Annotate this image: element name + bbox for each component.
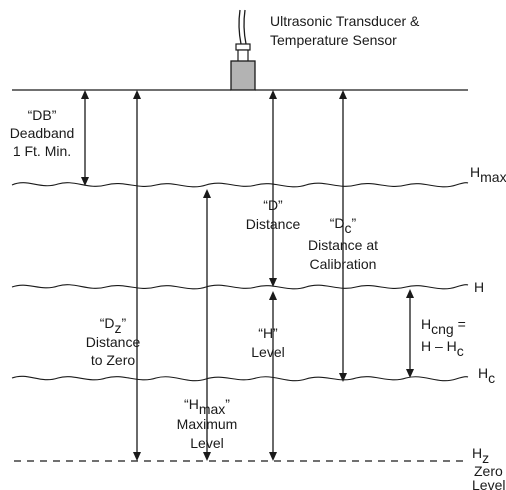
hmax-arrow-head-bottom <box>203 452 211 461</box>
hmax-arrow-label-line1: “Hmax” <box>184 396 230 417</box>
dz-label-line2: Distance <box>86 334 141 350</box>
hmax-level-label: Hmax <box>470 164 506 185</box>
hcng-label-main: H <box>421 316 431 332</box>
dz-label-q-open: “D <box>100 315 115 331</box>
h-surface-line <box>11 284 469 290</box>
hz-level-label: Hz <box>472 445 489 466</box>
sensor-title-line1: Ultrasonic Transducer & <box>270 13 420 29</box>
dc-label-line1: “Dc” <box>330 215 357 236</box>
hcng-label-line1: Hcng = <box>421 316 466 337</box>
db-label-line1: “DB” <box>28 107 57 123</box>
dz-label-line1: “Dz” <box>100 315 127 336</box>
dc-label-q-open: “D <box>330 215 345 231</box>
hcng-label-line2-sub: c <box>457 343 464 359</box>
ultrasonic-transducer <box>230 9 256 91</box>
sensor-cable-2 <box>243 9 247 45</box>
hcng-label-line2: H – Hc <box>421 338 464 359</box>
sensor-neck <box>237 49 249 63</box>
hmax-arrow-q-close: ” <box>225 396 230 412</box>
hcng-label-sub: cng <box>431 321 454 337</box>
sensor-connector <box>235 43 251 51</box>
sensor-body <box>230 60 256 91</box>
dc-arrow-head-top <box>339 90 347 99</box>
dz-label-line3: to Zero <box>91 352 136 368</box>
dz-arrow-head-top <box>133 90 141 99</box>
hmax-arrow-label-line3: Level <box>190 435 223 451</box>
dc-label-q-close: ” <box>352 215 357 231</box>
db-arrow-head-bottom <box>81 177 89 186</box>
dz-arrow-head-bottom <box>133 452 141 461</box>
hz-level-line3: Level <box>472 477 505 490</box>
h-arrow-head-bottom <box>269 452 277 461</box>
h-label-line2: Level <box>251 344 284 360</box>
sensor-title-line2: Temperature Sensor <box>270 32 397 48</box>
hmax-arrow-label-line2: Maximum <box>177 416 238 432</box>
hz-level-main: H <box>472 445 482 461</box>
hc-level-label: Hc <box>478 365 495 386</box>
d-label-line1: “D” <box>263 197 283 213</box>
hcng-label-line2-main: H – H <box>421 338 457 354</box>
hmax-arrow-sub: max <box>199 401 225 417</box>
dz-label-sub: z <box>115 320 122 336</box>
h-arrow-head-top <box>269 291 277 300</box>
hmax-arrow-q-open: “H <box>184 396 199 412</box>
hcng-arrow-head-top <box>406 289 414 298</box>
dc-label-sub: c <box>345 220 352 236</box>
dc-label-line3: Calibration <box>310 256 377 272</box>
db-label-line2: Deadband <box>10 125 75 141</box>
dc-label-line2: Distance at <box>308 237 378 253</box>
d-arrow-head-bottom <box>269 278 277 287</box>
sensor-cable <box>238 9 242 45</box>
db-arrow-head-top <box>81 90 89 99</box>
hc-level-sub: c <box>488 370 495 386</box>
d-arrow-head-top <box>269 90 277 99</box>
hmax-level-sub: max <box>480 169 506 185</box>
hc-level-main: H <box>478 365 488 381</box>
h-label-line1: “H” <box>258 325 278 341</box>
hz-level-line2: Zero <box>474 463 503 479</box>
db-label-line3: 1 Ft. Min. <box>13 143 71 159</box>
hcng-label-eq: = <box>454 316 466 332</box>
dc-arrow-head-bottom <box>339 373 347 382</box>
hz-level-sub: z <box>482 450 489 466</box>
hmax-arrow-head-top <box>203 189 211 198</box>
hcng-arrow-head-bottom <box>406 369 414 378</box>
dz-label-q-close: ” <box>122 315 127 331</box>
hc-surface-line <box>11 375 469 382</box>
hmax-level-main: H <box>470 164 480 180</box>
d-label-line2: Distance <box>246 216 301 232</box>
hmax-surface-line <box>11 182 469 188</box>
h-level-label: H <box>474 279 484 295</box>
